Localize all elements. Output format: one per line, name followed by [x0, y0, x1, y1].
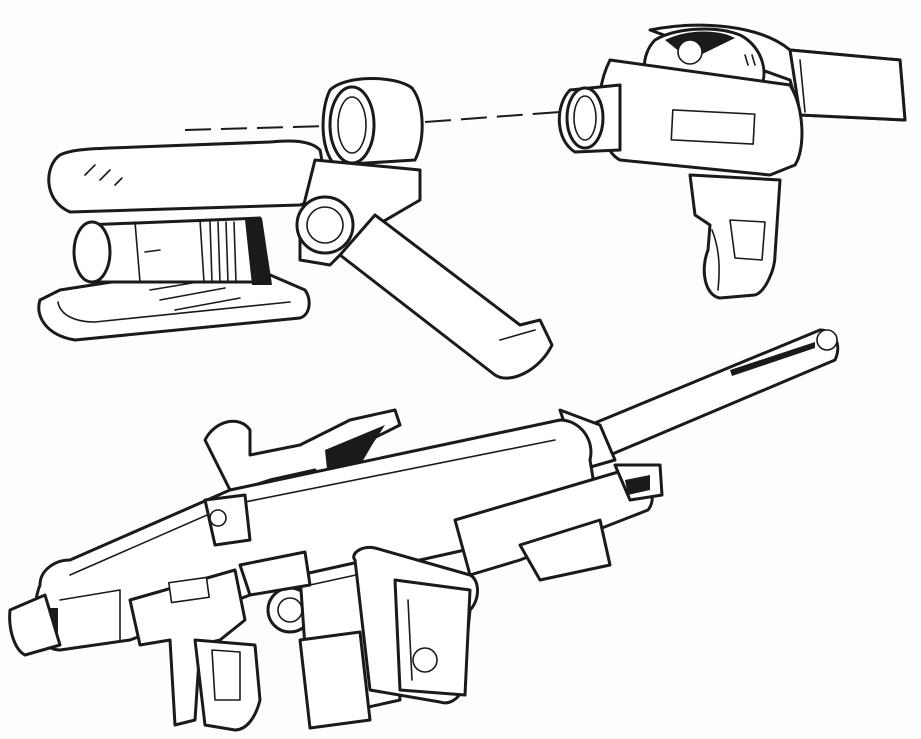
- rifle-assembled: [8, 328, 840, 732]
- stock-part: [37, 77, 554, 380]
- grip-part: [557, 23, 907, 300]
- alignment-line: [184, 111, 561, 131]
